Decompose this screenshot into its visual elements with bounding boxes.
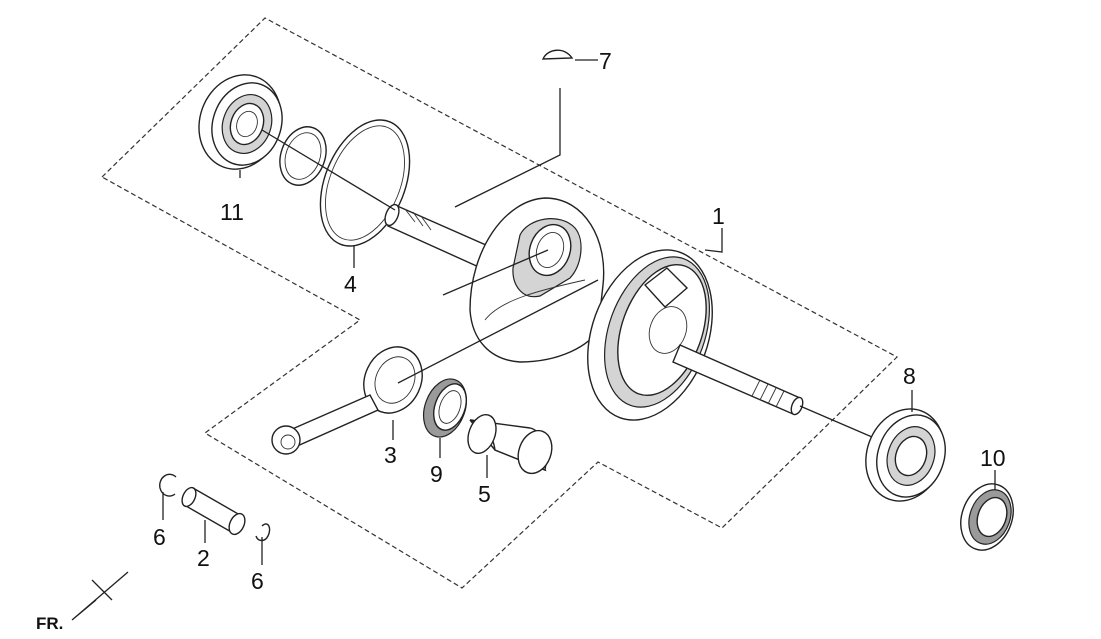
callout-10: 10 — [980, 445, 1006, 471]
callout-7: 7 — [599, 48, 612, 74]
callout-3: 3 — [384, 442, 397, 468]
bearing-11 — [198, 74, 283, 170]
callout-11: 11 — [220, 199, 244, 225]
callout-5: 5 — [478, 481, 491, 507]
right-crank-web — [587, 249, 713, 421]
o-ring — [279, 126, 327, 186]
callout-4: 4 — [344, 271, 357, 297]
connecting-rod-3 — [271, 346, 423, 455]
callout-6-left: 6 — [153, 524, 166, 550]
callout-8: 8 — [903, 363, 916, 389]
piston-pin-2 — [181, 486, 246, 536]
oil-seal-10 — [960, 483, 1014, 551]
bearing-8 — [865, 408, 946, 502]
callout-9: 9 — [430, 461, 443, 487]
leader-lines — [162, 59, 996, 565]
left-crank-web — [469, 197, 605, 363]
right-crank-shaft — [672, 344, 804, 416]
clip-6-right — [255, 523, 271, 542]
needle-bearing-9 — [422, 378, 468, 438]
assembly-boundary — [101, 17, 899, 589]
woodruff-key-7 — [541, 49, 574, 60]
front-direction-arrow-icon — [71, 571, 129, 621]
callout-1: 1 — [712, 203, 725, 229]
callout-6-right: 6 — [251, 568, 264, 594]
clip-6-left — [159, 473, 177, 497]
front-direction-label: FR. — [36, 614, 63, 633]
callout-2: 2 — [197, 545, 210, 571]
crank-pin-5 — [467, 413, 553, 475]
shim-4 — [319, 119, 411, 247]
